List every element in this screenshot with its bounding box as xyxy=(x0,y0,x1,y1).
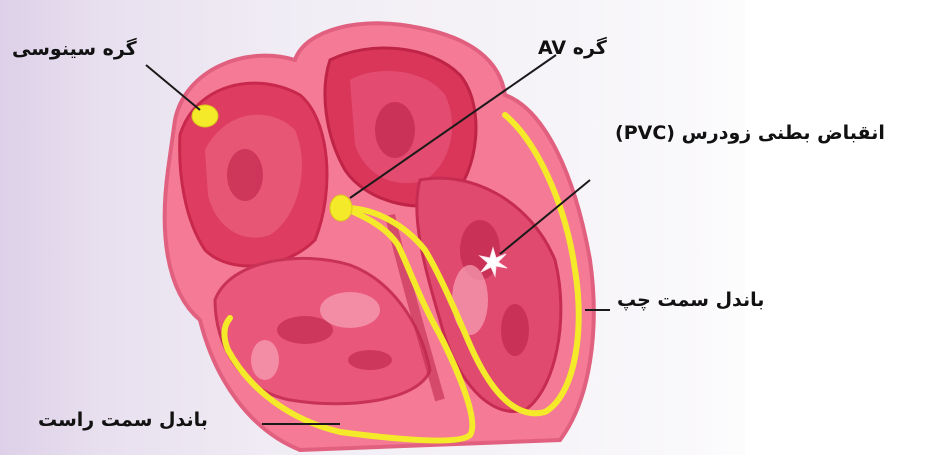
av-node xyxy=(330,195,352,221)
pvc-label: انقباض بطنی زودرس (PVC) xyxy=(615,124,885,143)
sinus-node-label: گره سینوسی xyxy=(12,40,137,59)
sinus-node xyxy=(192,105,218,127)
left-bundle-label: باندل سمت چپ xyxy=(617,291,764,310)
av-node-label: گره AV xyxy=(538,39,607,58)
right-bundle-label: باندل سمت راست xyxy=(38,411,208,430)
